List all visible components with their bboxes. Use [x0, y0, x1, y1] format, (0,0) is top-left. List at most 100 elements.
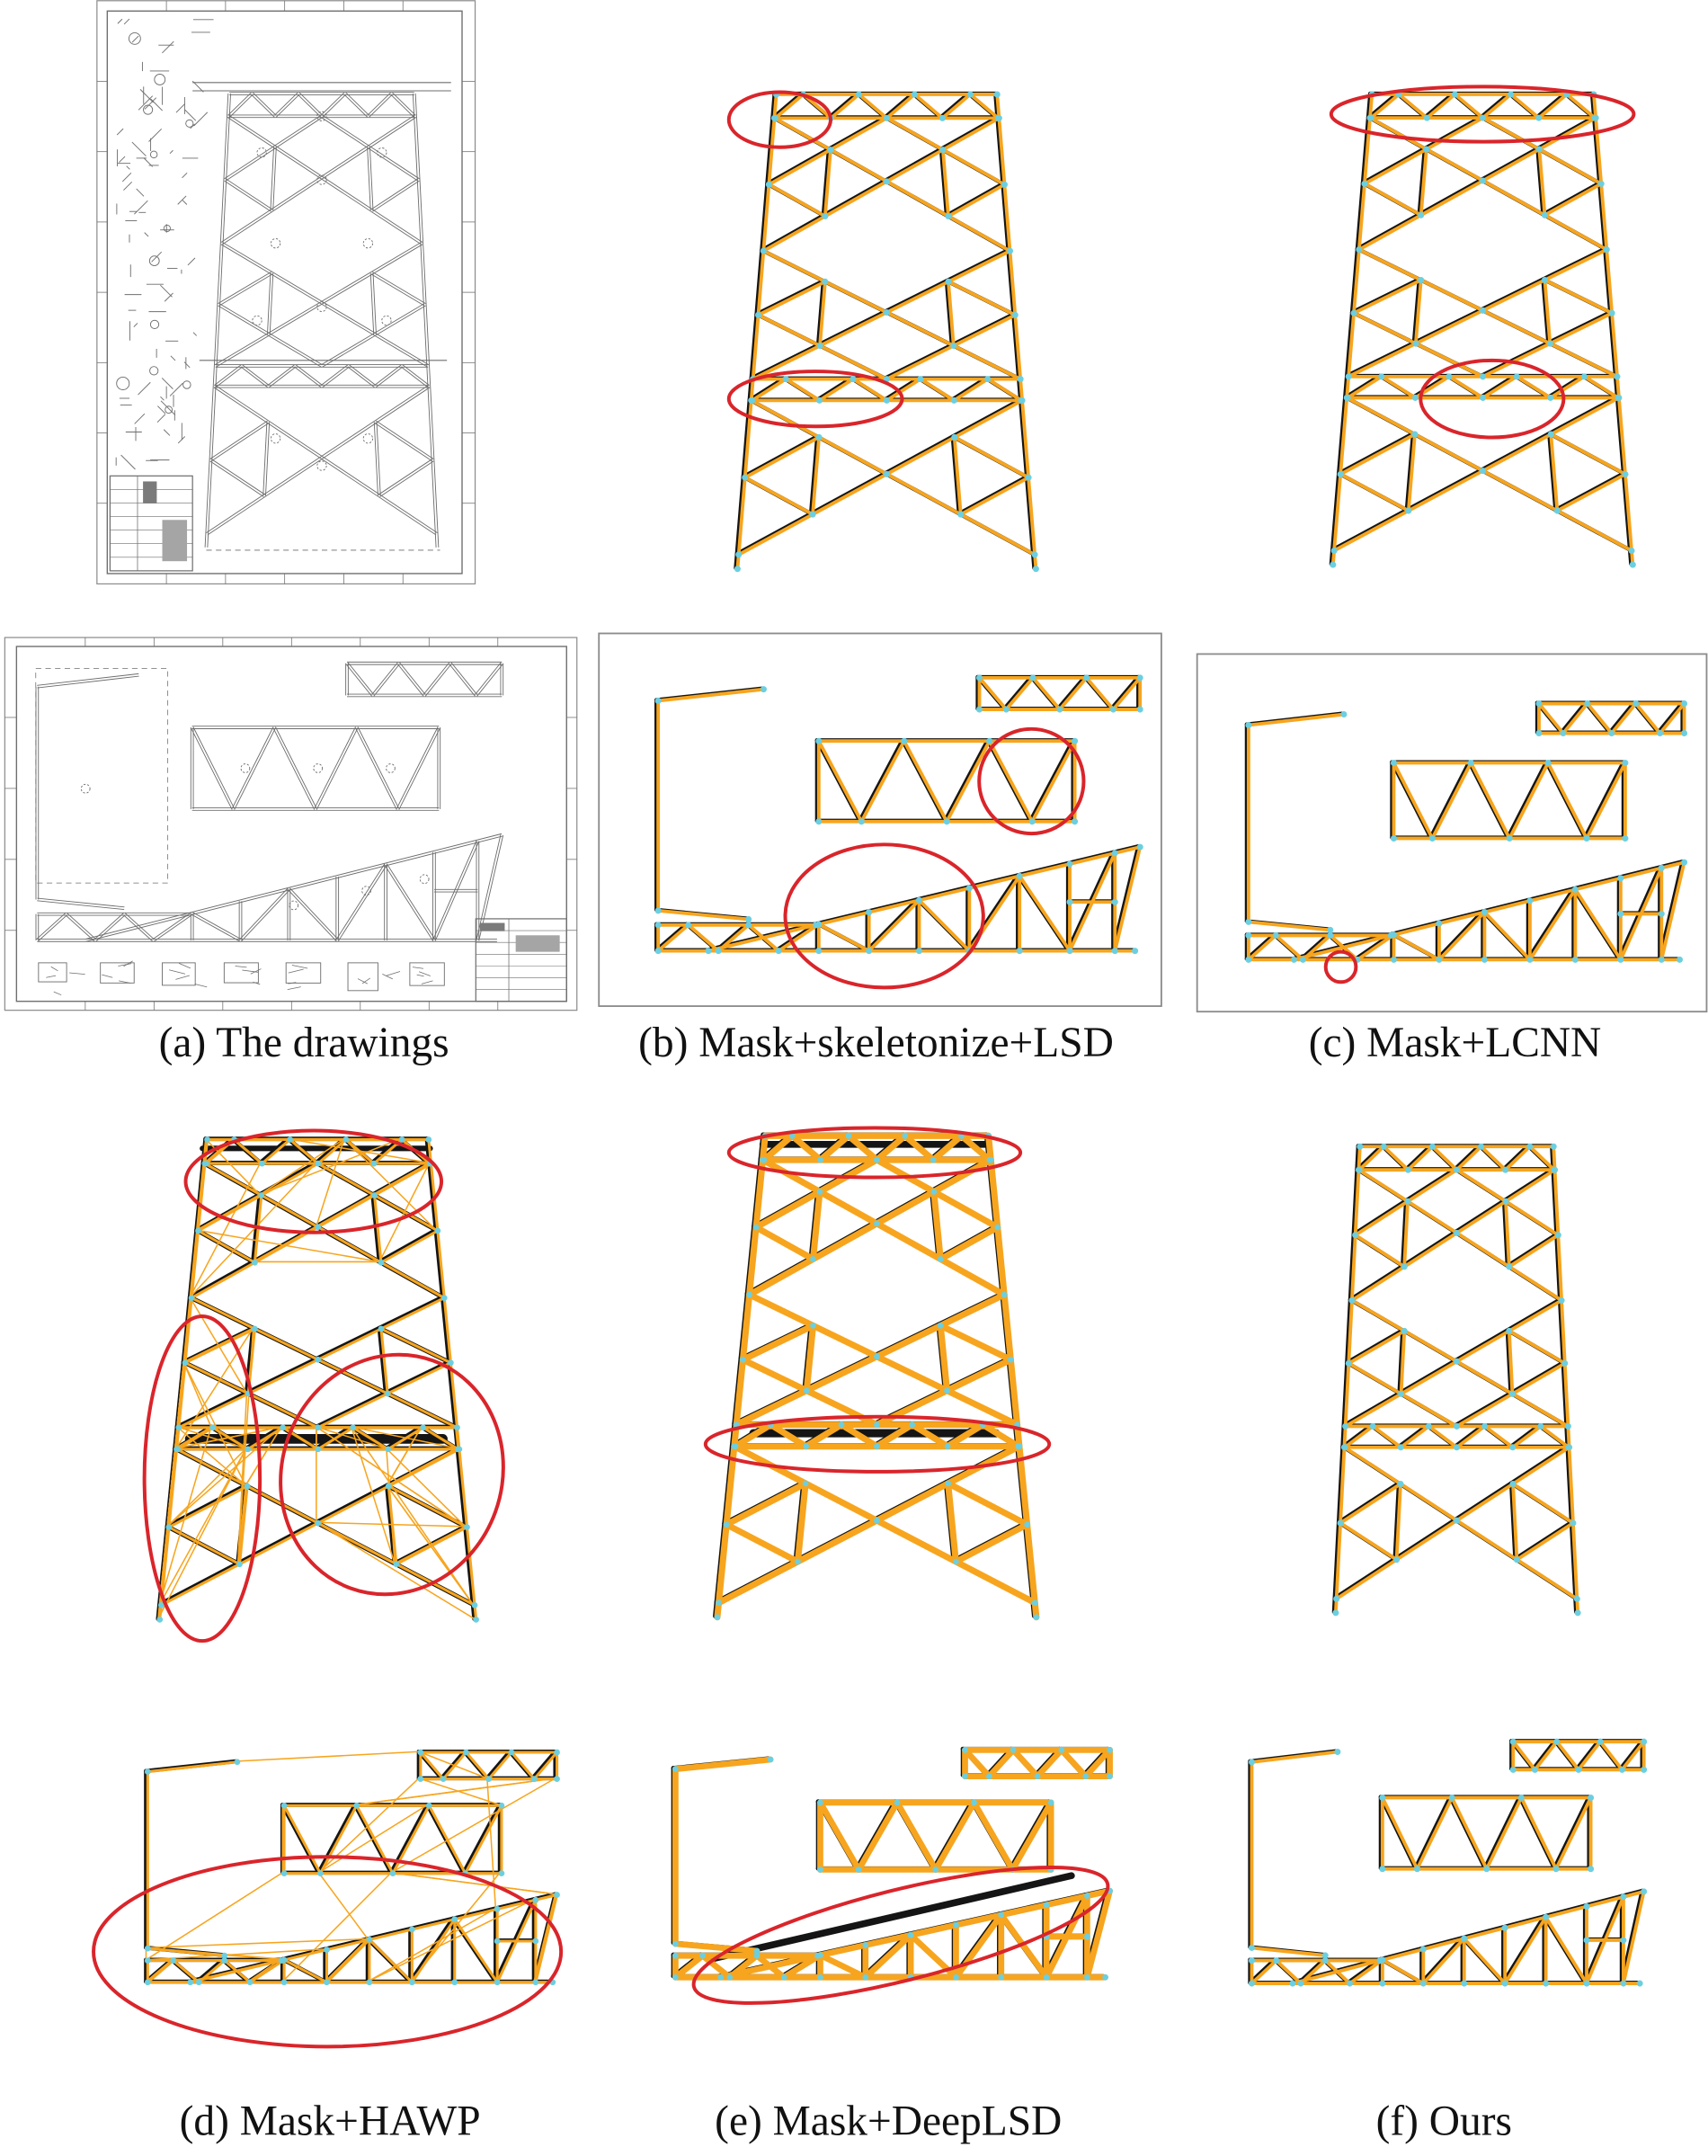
ground-truth-line — [1299, 932, 1330, 961]
junction-point — [1390, 931, 1397, 939]
junction-point — [953, 1921, 959, 1929]
junction-point — [654, 697, 662, 704]
junction-point — [1543, 1980, 1550, 1987]
drawing-member — [229, 94, 254, 118]
junction-point — [939, 114, 946, 121]
junction-point — [1356, 246, 1363, 254]
junction-point — [195, 1979, 202, 1986]
predicted-line — [1437, 910, 1487, 962]
junction-point — [1401, 1327, 1408, 1334]
predicted-line — [873, 1387, 950, 1429]
ground-truth-line — [1505, 1328, 1513, 1395]
bolt-hole-mark — [270, 433, 281, 444]
detail-sketch-circle — [154, 74, 166, 85]
junction-point — [1340, 711, 1348, 718]
drawing-member — [322, 94, 347, 118]
junction-point — [451, 1916, 458, 1923]
predicted-line — [838, 1421, 880, 1450]
predicted-line — [464, 1751, 491, 1781]
predicted-line — [932, 1799, 977, 1873]
junction-point — [1352, 1232, 1359, 1239]
spurious-predicted-line — [210, 1426, 247, 1449]
spurious-predicted-line — [372, 1162, 431, 1196]
junction-point — [280, 1424, 287, 1431]
detail-sketch-circle — [149, 319, 160, 329]
junction-point — [1369, 1422, 1376, 1430]
predicted-line — [223, 1959, 252, 1984]
predicted-line — [1330, 93, 1374, 567]
junction-point — [838, 1421, 845, 1428]
junction-point — [883, 308, 890, 316]
junction-point — [1603, 246, 1610, 254]
detail-sketch-line — [169, 969, 186, 975]
junction-point — [366, 1979, 373, 1986]
predicted-line — [1450, 1795, 1489, 1871]
ground-truth-line — [1501, 1914, 1546, 1985]
predicted-line — [237, 1484, 249, 1566]
detail-sketch-line — [160, 284, 173, 298]
predicted-line — [962, 1746, 992, 1779]
junction-point — [1448, 1794, 1455, 1801]
ground-truth-line — [1248, 1957, 1277, 1985]
spurious-predicted-line — [367, 1898, 535, 1982]
junction-point — [753, 1947, 761, 1955]
predicted-line — [1399, 1424, 1431, 1449]
predicted-line — [985, 377, 1024, 403]
junction-point — [1597, 1738, 1604, 1745]
predicted-line — [746, 922, 781, 953]
predicted-line — [1274, 1958, 1303, 1985]
junction-point — [803, 1387, 810, 1394]
error-highlight-ellipse — [977, 726, 1086, 836]
junction-point — [1419, 1946, 1427, 1953]
junction-point — [1502, 1198, 1509, 1205]
junction-point — [1506, 1327, 1513, 1334]
drawing-sheet-border — [4, 637, 578, 1011]
junction-point — [1483, 1866, 1490, 1873]
junction-point — [1412, 340, 1419, 347]
title-block — [109, 475, 193, 572]
junction-point — [1341, 1444, 1348, 1451]
junction-point — [1413, 1866, 1421, 1873]
junction-point — [761, 1156, 768, 1163]
predicted-line — [1348, 1957, 1384, 1985]
junction-point — [1461, 1935, 1468, 1942]
junction-point — [1453, 1444, 1461, 1451]
detail-sketch-line — [193, 111, 209, 127]
predicted-line — [373, 1193, 440, 1233]
predicted-line — [1353, 1233, 1407, 1269]
drawing-member — [191, 913, 241, 942]
predicted-line — [958, 476, 1030, 517]
drawing-member — [357, 726, 400, 809]
ground-truth-line — [1574, 1739, 1601, 1771]
predicted-line — [733, 1291, 1008, 1429]
junction-point — [998, 1973, 1005, 1981]
drawing-member — [191, 727, 233, 810]
junction-point — [815, 948, 823, 955]
predicted-line — [971, 1799, 1016, 1873]
predicted-line — [1510, 1361, 1567, 1396]
junction-point — [1350, 309, 1357, 316]
detail-sketch-rect — [162, 962, 196, 986]
drawing-member — [273, 114, 322, 147]
predicted-line — [1113, 845, 1143, 953]
predicted-line — [316, 1137, 348, 1165]
junction-point — [182, 1359, 189, 1367]
junction-point — [188, 1295, 195, 1302]
predicted-line — [464, 1804, 503, 1875]
predicted-line — [1537, 701, 1565, 735]
predicted-line — [1406, 1145, 1435, 1172]
junction-point — [448, 1359, 454, 1367]
junction-point — [1622, 759, 1629, 767]
predicted-line — [1552, 1145, 1580, 1615]
junction-point — [894, 1799, 901, 1806]
spurious-predicted-line — [182, 1361, 247, 1394]
drawing-member — [241, 889, 290, 942]
junction-point — [371, 1192, 378, 1198]
spurious-predicted-line — [259, 1138, 345, 1196]
predicted-line — [1577, 1740, 1603, 1772]
junction-point — [170, 1957, 177, 1964]
tower-result — [142, 1128, 505, 1644]
detail-sketch-line — [169, 382, 183, 396]
junction-point — [939, 147, 947, 154]
junction-point — [723, 1521, 730, 1528]
